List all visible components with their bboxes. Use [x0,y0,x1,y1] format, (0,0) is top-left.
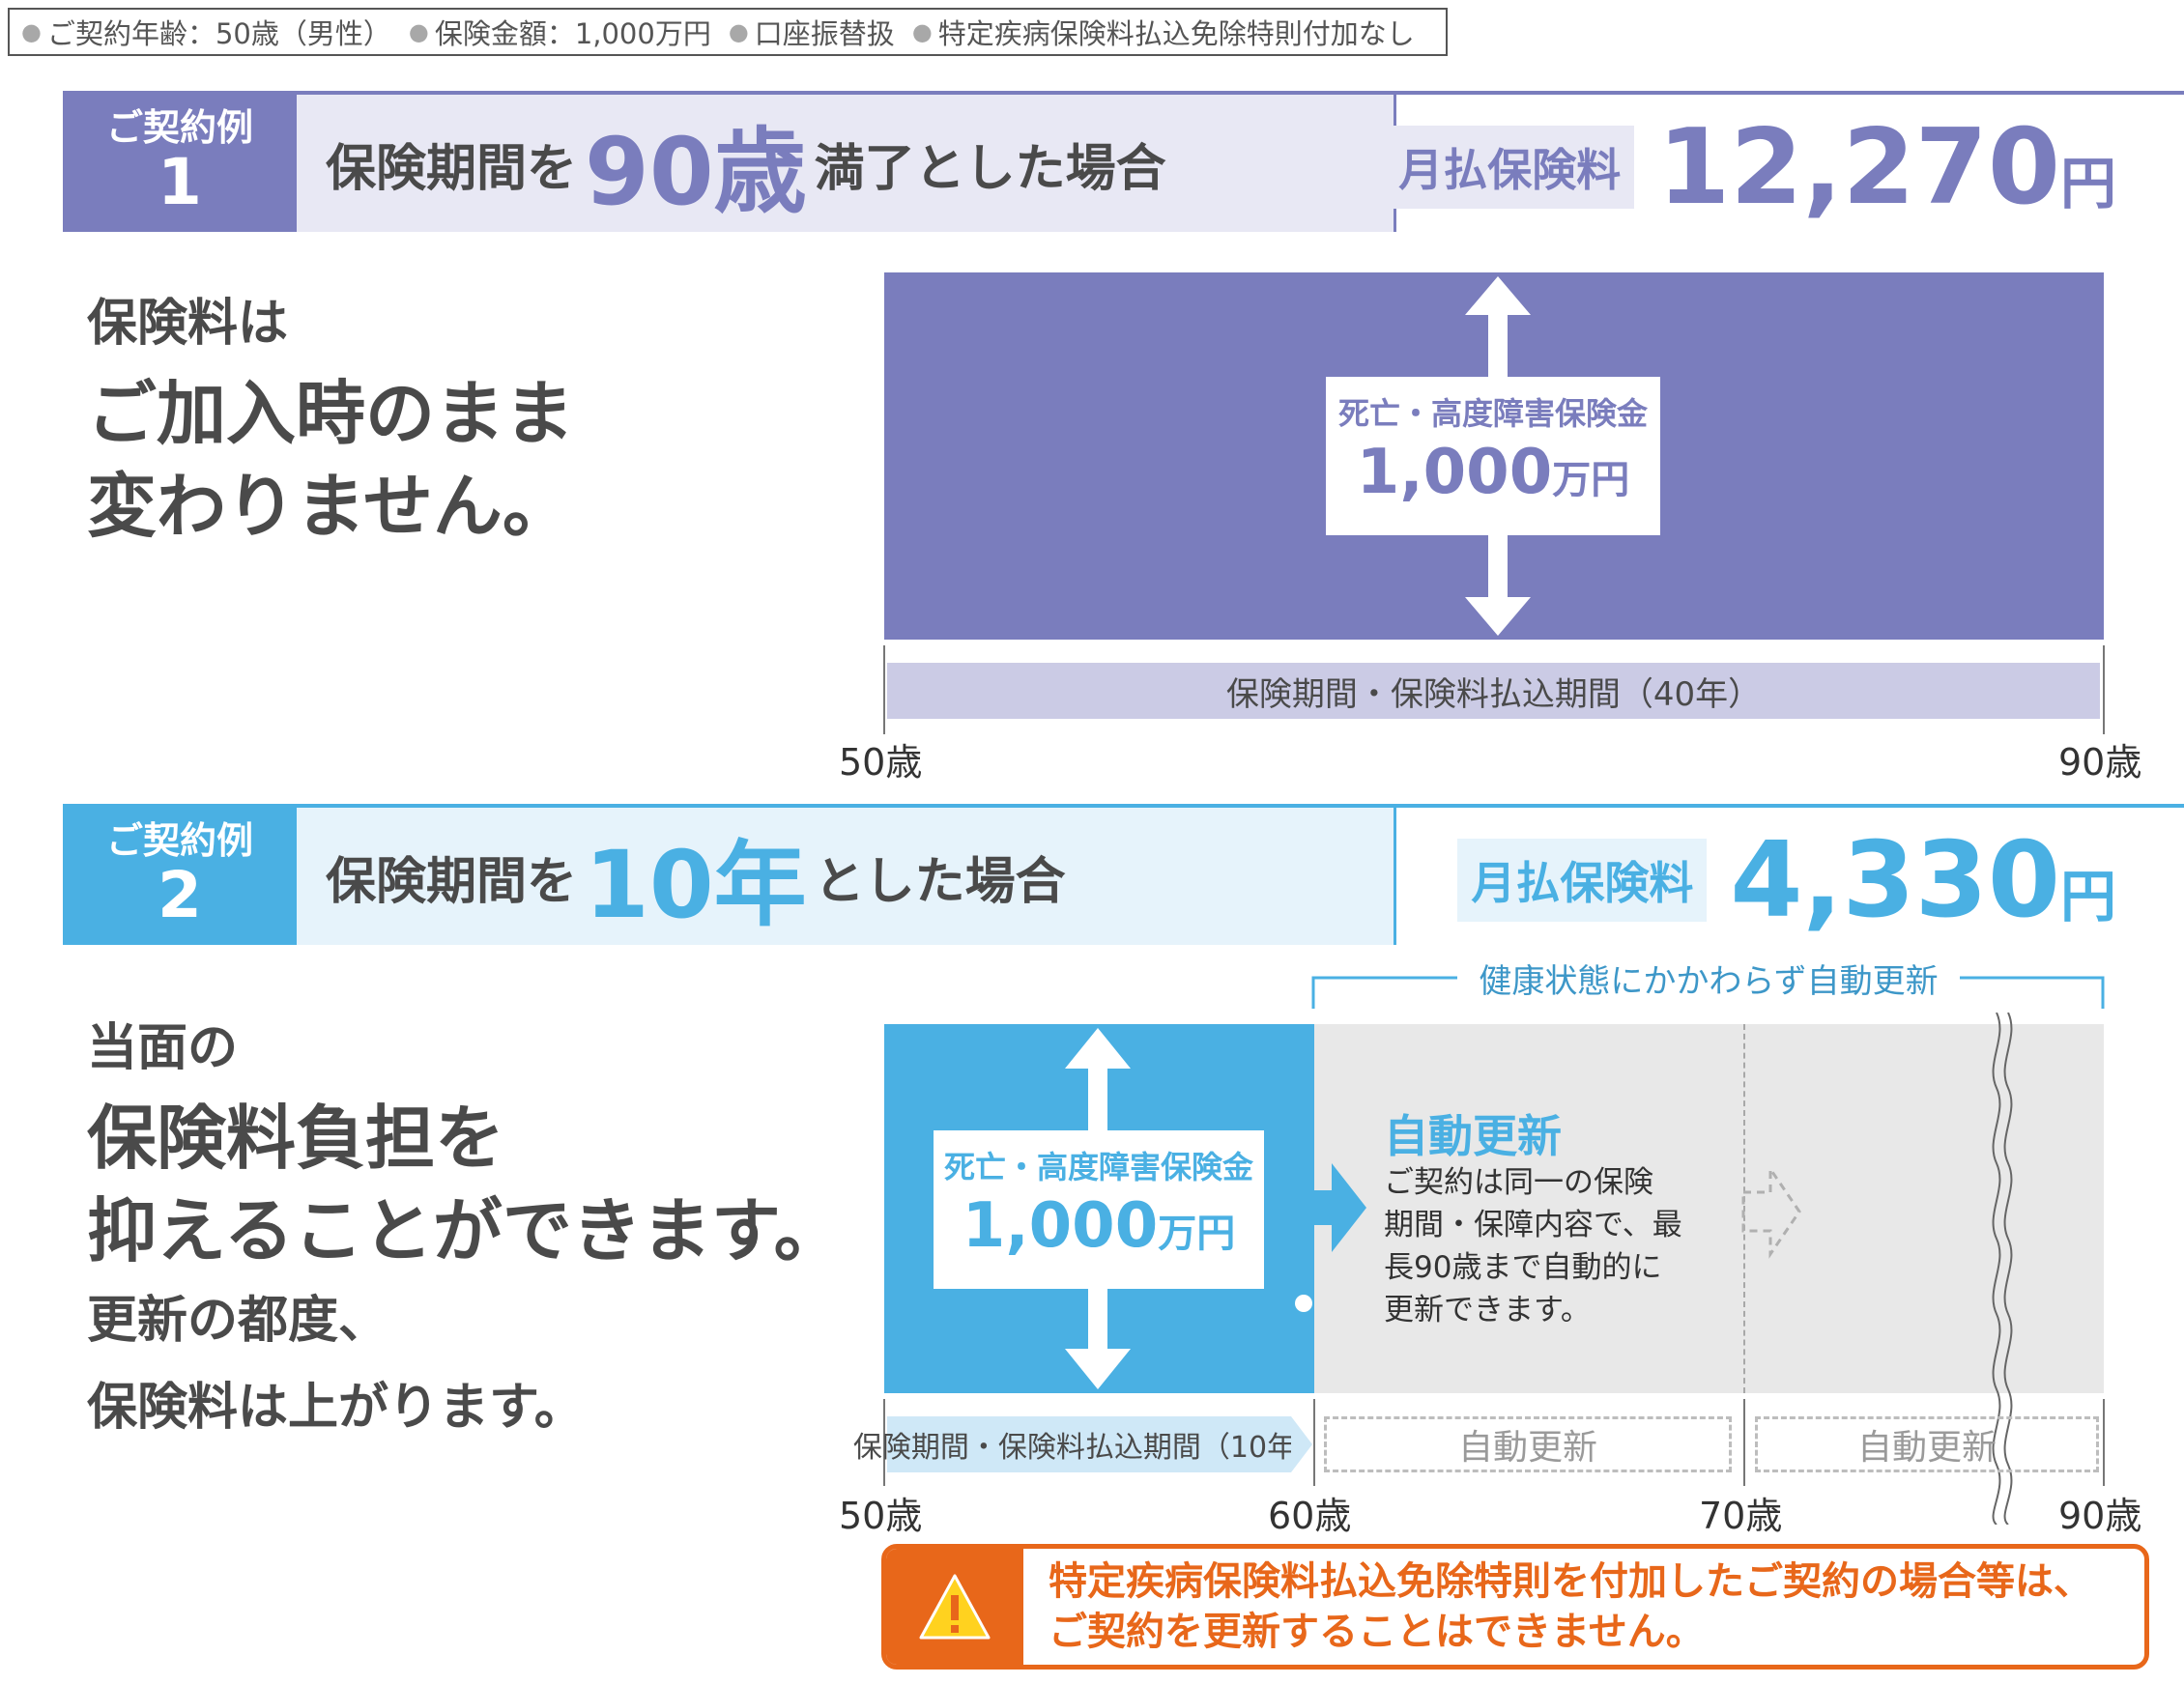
condition-rider: 特定疾病保険料払込免除特則付加なし [937,17,1415,50]
example1-premium-value: 12,270円 [1657,106,2116,228]
tick-90 [2103,1399,2105,1486]
bullet-icon: ● [21,18,42,45]
age-70: 70歳 [1699,1495,1783,1537]
bullet-icon: ● [728,18,749,45]
renewal-bracket [1311,976,2105,1009]
right-arrow-icon [1310,1163,1366,1252]
example1-header-line [63,91,2184,95]
tick-70 [1743,1399,1745,1486]
warning-text: 特定疾病保険料払込免除特則を付加したご契約の場合等は、 ご契約を更新することはで… [1049,1559,2092,1654]
example1-benefit-box: 死亡・高度障害保険金 1,000万円 [1326,377,1660,535]
conditions-bar: ●ご契約年齢：50歳（男性） ●保険金額：1,000万円 ●口座振替扱 ●特定疾… [8,8,1448,56]
example1-message: 保険料は ご加入時のまま 変わりません。 [87,295,575,547]
period-bar-arrow-tip [1291,1416,1312,1472]
renew-box-1: 自動更新 [1324,1416,1732,1472]
condition-amount: 保険金額：1,000万円 [434,17,711,50]
bullet-icon: ● [408,18,429,45]
renew-box-2: 自動更新 [1755,1416,2099,1472]
age-50: 50歳 [839,1495,923,1537]
connector-dot-icon [1295,1295,1312,1312]
tick-50 [883,645,885,734]
tick-60 [1313,1399,1315,1486]
example1-age-start: 50歳 [839,741,923,784]
example2-badge: ご契約例 2 [63,804,297,945]
example2-premium-label: 月払保険料 [1457,839,1708,922]
divider-70 [1743,1024,1745,1393]
example1-premium: 月払保険料 12,270円 [1382,102,2116,232]
example2-period-bar: 保険期間・保険料払込期間（10年） [853,1416,1325,1472]
condition-age: ご契約年齢：50歳（男性） [46,17,391,50]
age-60: 60歳 [1268,1495,1352,1537]
example2-separator [1394,808,1396,945]
renew-title: 自動更新 [1384,1110,1562,1162]
warning-box: 特定疾病保険料払込免除特則を付加したご契約の場合等は、 ご契約を更新することはで… [881,1544,2149,1670]
wavy-break-icon [1992,1013,2013,1525]
example1-period-bar: 保険期間・保険料払込期間（40年） [887,663,2100,719]
example1-age-end: 90歳 [2058,741,2142,784]
example1-premium-label: 月払保険料 [1385,126,1635,209]
example2-header-line [63,804,2184,808]
example2-premium: 月払保険料 4,330円 [1382,815,2116,945]
age-90: 90歳 [2058,1495,2142,1537]
example2-benefit-box: 死亡・高度障害保険金 1,000万円 [934,1130,1264,1289]
warning-icon [919,1574,991,1640]
bracket-label: 健康状態にかかわらず自動更新 [1479,962,1939,1001]
renewal-area [1314,1024,2104,1393]
outline-arrow-icon [1741,1164,1801,1259]
example2-premium-value: 4,330円 [1730,819,2116,941]
tick-50 [883,1399,885,1486]
tick-90 [2103,645,2105,734]
bullet-icon: ● [911,18,933,45]
example1-badge: ご契約例 1 [63,91,297,232]
renew-description: ご契約は同一の保険 期間・保障内容で、最 長90歳まで自動的に 更新できます。 [1384,1165,1682,1327]
condition-payment: 口座振替扱 [754,17,895,50]
example2-message: 当面の 保険料負担を 抑えることができます。 更新の都度、 保険料は上がります。 [87,1019,844,1437]
